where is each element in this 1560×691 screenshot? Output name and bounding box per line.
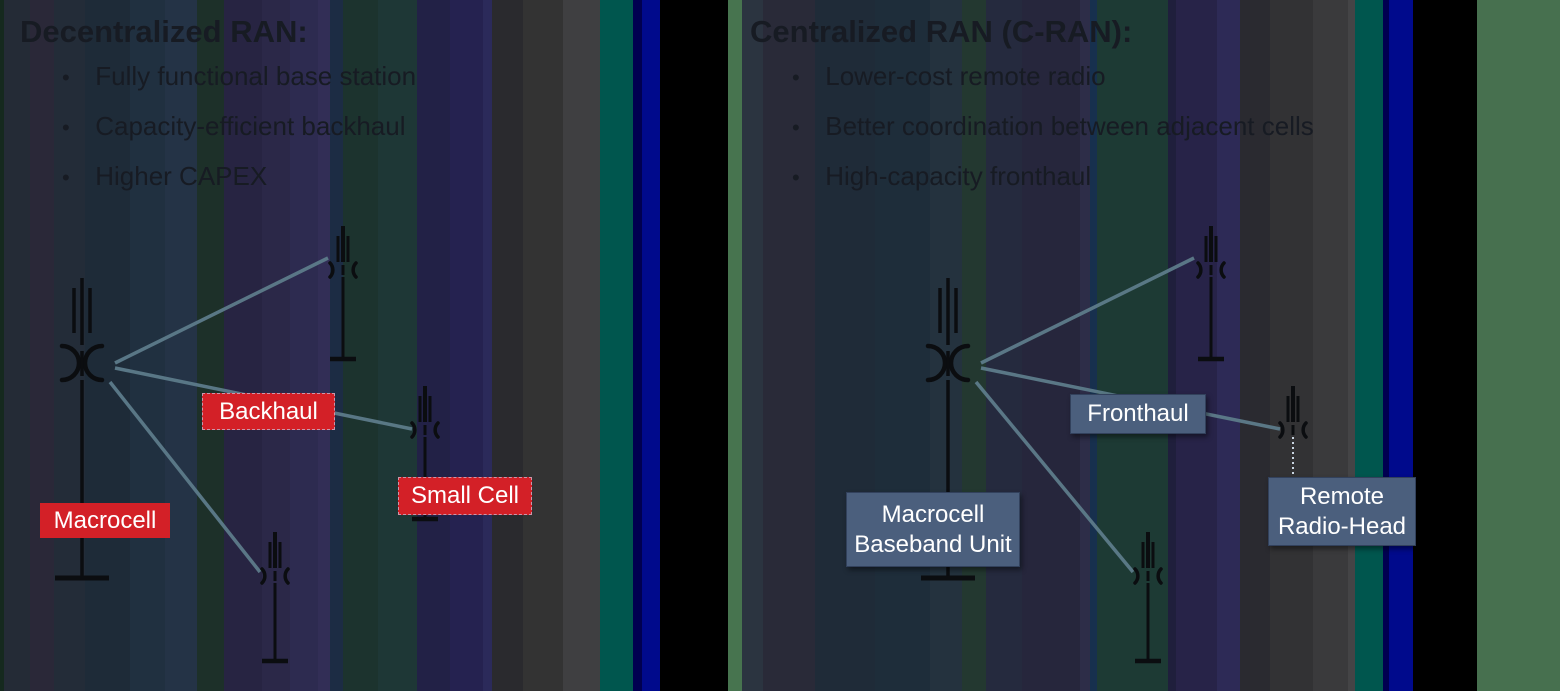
left-panel-title: Decentralized RAN: [20, 14, 308, 49]
bullet-item: • Capacity-efficient backhaul [20, 102, 416, 152]
small-cell-tower-icon [260, 532, 290, 664]
bullet-text: Higher CAPEX [95, 161, 268, 191]
bullet-text: Lower-cost remote radio [825, 61, 1106, 91]
bullet-item: • Better coordination between adjacent c… [750, 102, 1314, 152]
label-line: Baseband Unit [854, 530, 1012, 558]
bullet-item: • Fully functional base station [20, 52, 416, 102]
bullet-text: Better coordination between adjacent cel… [825, 111, 1314, 141]
macrocell-baseband-unit-label: Macrocell Baseband Unit [846, 492, 1020, 567]
label-line: Macrocell [881, 500, 985, 528]
backhaul-label: Backhaul [202, 393, 335, 430]
right-panel-title: Centralized RAN (C-RAN): [750, 14, 1133, 49]
small-cell-tower-icon [328, 226, 358, 362]
bullet-item: • Higher CAPEX [20, 152, 416, 202]
backhaul-link-line [114, 256, 329, 365]
bullet-text: Fully functional base station [95, 61, 417, 91]
left-panel-notes: Decentralized RAN: • Fully functional ba… [20, 12, 416, 202]
remote-radio-head-label: Remote Radio-Head [1268, 477, 1416, 546]
remote-radio-head-tower-icon [1196, 226, 1226, 362]
bullet-icon: • [792, 65, 800, 90]
small-cell-label: Small Cell [398, 477, 532, 515]
macrocell-baseband-tower-icon [921, 278, 975, 581]
right-panel-notes: Centralized RAN (C-RAN): • Lower-cost re… [750, 12, 1314, 202]
fronthaul-link-line [974, 380, 1135, 574]
label-line: Remote [1299, 482, 1385, 510]
bullet-icon: • [62, 65, 70, 90]
macrocell-label: Macrocell [40, 503, 170, 538]
remote-radio-head-tower-icon [1278, 386, 1308, 478]
bullet-item: • Lower-cost remote radio [750, 52, 1314, 102]
fronthaul-link-line [980, 256, 1195, 365]
macrocell-tower-icon [55, 278, 109, 581]
fronthaul-label: Fronthaul [1070, 394, 1206, 434]
bullet-icon: • [792, 165, 800, 190]
backhaul-link-line [108, 380, 262, 574]
bullet-text: High-capacity fronthaul [825, 161, 1092, 191]
remote-radio-head-tower-icon [1133, 532, 1163, 664]
label-line: Radio-Head [1277, 512, 1407, 540]
bullet-icon: • [62, 165, 70, 190]
bullet-item: • High-capacity fronthaul [750, 152, 1314, 202]
bullet-icon: • [792, 115, 800, 140]
bullet-text: Capacity-efficient backhaul [95, 111, 406, 141]
bullet-icon: • [62, 115, 70, 140]
